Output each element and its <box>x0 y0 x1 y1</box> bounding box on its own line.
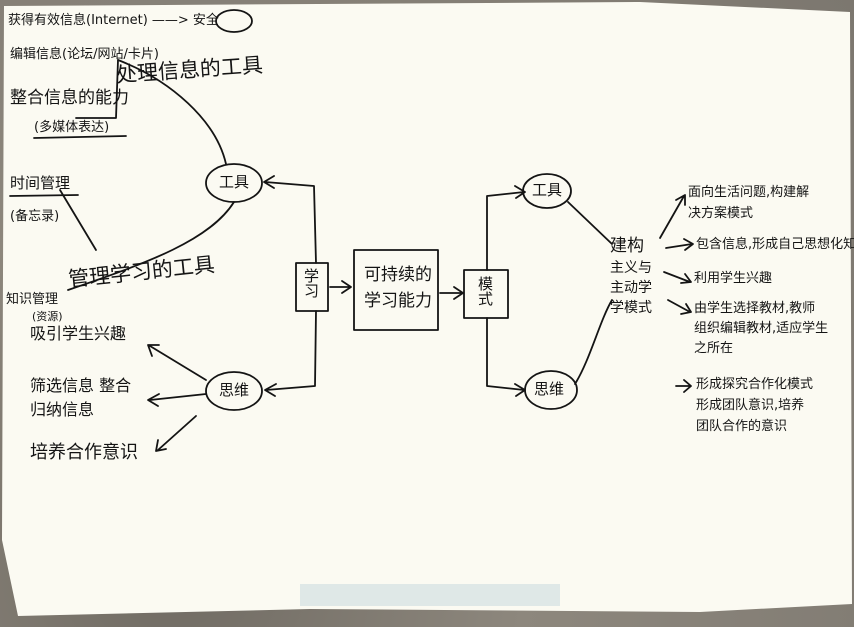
line-processing-to-items <box>75 59 119 119</box>
tools-item-3: 整合信息的能力 <box>10 88 129 108</box>
right-item-2: 包含信息,形成自己思想化知识 <box>696 238 854 251</box>
right-item-5-line: 团队合作的意识 <box>696 419 788 434</box>
arrow-mode-item5 <box>675 379 692 393</box>
underline-multimedia <box>33 135 127 139</box>
paper-sheet-shape <box>2 2 852 616</box>
right-item-5: 形成探究合作化模式 形成团队意识,培养 团队合作的意识 <box>696 378 813 433</box>
line-right-think-to-mode <box>574 299 613 385</box>
right-item-5-line: 形成探究合作化模式 <box>696 377 814 392</box>
tools-item-4: (多媒体表达) <box>34 120 110 135</box>
mode-label-line-3: 主动学 <box>610 280 652 296</box>
right-box-label: 模式 <box>476 276 494 306</box>
right-item-5-line: 形成团队意识,培养 <box>696 398 805 413</box>
think-item-summarize: 归纳信息 <box>30 400 95 419</box>
right-item-1: 面向生活问题,构建解 决方案模式 <box>688 186 809 220</box>
left-tools-node: 工具 <box>219 173 250 191</box>
left-box-outline <box>295 262 329 312</box>
arrow-mode-item3 <box>663 271 692 284</box>
right-item-3: 利用学生兴趣 <box>694 272 772 285</box>
right-tools-node-outline <box>522 173 572 209</box>
branch-left-down <box>264 310 317 397</box>
right-item-2-line: 包含信息,形成自己思想化知识 <box>696 237 854 252</box>
right-item-1-line: 面向生活问题,构建解 <box>688 185 810 200</box>
right-think-node-outline <box>524 370 578 410</box>
core-label: 可持续的学习能力 <box>364 265 432 311</box>
think-item-interest: 吸引学生兴趣 <box>30 324 127 343</box>
left-think-node: 思维 <box>219 381 250 399</box>
line-tools-to-management <box>67 201 235 291</box>
mode-label: 建构 主义与 主动学 学模式 <box>610 236 652 316</box>
left-box-label: 学习 <box>302 268 320 298</box>
line-tools-to-processing <box>117 59 227 165</box>
branch-left-up <box>263 175 317 264</box>
right-item-1-line: 决方案模式 <box>688 206 754 221</box>
right-item-4-line: 之所在 <box>694 341 734 356</box>
time-management: 时间管理 <box>10 174 71 192</box>
right-box-outline <box>463 269 509 319</box>
line-right-tools-to-mode <box>567 201 613 245</box>
arrow-left-to-core <box>329 280 352 294</box>
right-tools-node: 工具 <box>532 181 563 199</box>
underline-time-mgmt <box>9 194 79 197</box>
mode-label-line-1: 建构 <box>610 236 644 256</box>
branch-right-up <box>486 185 526 271</box>
tools-item-1: 获得有效信息(Internet) ——> 安全 <box>8 13 219 28</box>
arrow-mode-item1 <box>659 194 686 239</box>
arrow-core-to-right <box>439 286 464 300</box>
mode-label-line-2: 主义与 <box>610 260 652 276</box>
tools-item-2: 编辑信息(论坛/网站/卡片) <box>10 47 159 62</box>
arrow-think-to-coop <box>155 415 197 452</box>
bottom-tape <box>300 584 560 606</box>
resources: (资源) <box>32 310 63 323</box>
mode-label-line-4: 学模式 <box>610 300 652 316</box>
right-item-4-line: 由学生选择教材,教师 <box>694 301 816 316</box>
arrow-mode-item2 <box>665 238 694 251</box>
arrow-mode-item4 <box>667 299 692 315</box>
core-box-outline <box>353 249 439 331</box>
arrow-think-to-filter <box>147 393 207 407</box>
right-item-4: 由学生选择教材,教师 组织编辑教材,适应学生 之所在 <box>694 302 828 355</box>
knowledge-management: 知识管理 <box>6 292 59 307</box>
safety-circle <box>215 9 253 33</box>
right-think-node: 思维 <box>534 380 565 398</box>
left-think-node-outline <box>205 371 263 411</box>
right-item-3-line: 利用学生兴趣 <box>694 271 773 286</box>
think-item-filter: 筛选信息 整合 <box>30 376 132 395</box>
line-management-to-time <box>59 189 97 251</box>
right-item-4-line: 组织编辑教材,适应学生 <box>694 321 829 336</box>
memo: (备忘录) <box>10 209 60 224</box>
think-item-coop: 培养合作意识 <box>30 442 138 463</box>
arrow-think-to-interest <box>147 344 207 381</box>
